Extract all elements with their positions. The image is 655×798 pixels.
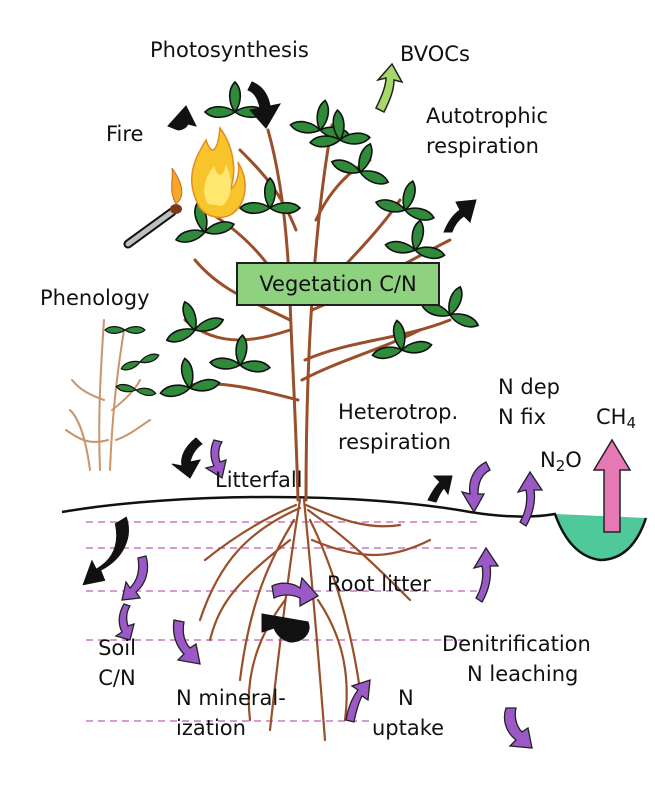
ch4-subscript: 4 (626, 414, 637, 432)
soil-label-line1: Soil (98, 636, 136, 660)
n2o-b: O (565, 448, 582, 472)
ch4-arrow (592, 438, 632, 533)
litterfall-purple-arrow (204, 439, 227, 480)
fire-label: Fire (106, 122, 144, 146)
denitrification-label: Denitrification (442, 632, 591, 656)
n-uptake-label-line1: N (398, 686, 414, 710)
soil-purple-arrow-2 (114, 603, 135, 641)
n-mineralization-label-line1: N mineral- (176, 686, 286, 710)
autotrophic-label-line1: Autotrophic (426, 104, 549, 128)
vegetation-cn-box: Vegetation C/N (236, 262, 440, 306)
tree-leaves (154, 81, 490, 400)
black-arrows (82, 81, 477, 643)
photosynthesis-label: Photosynthesis (150, 38, 309, 62)
n-dep-arrow (460, 461, 491, 514)
bvocs-arrow (374, 62, 404, 114)
purple-arrows (114, 439, 544, 749)
n-mineralization-arrow (172, 619, 201, 665)
match-icon (123, 167, 183, 249)
root-litter-label: Root litter (327, 572, 431, 596)
n-uptake-arrow (345, 679, 371, 723)
litterfall-label: Litterfall (215, 468, 303, 492)
ch4-label: CH4 (596, 405, 637, 432)
n-dep-label: N dep (498, 375, 560, 399)
n2o-arrow (516, 470, 544, 527)
denitrification-arrow (503, 707, 533, 749)
bvocs-label: BVOCs (400, 42, 470, 66)
soil-black-arrow (82, 516, 129, 586)
root-litter-purple-arrow (271, 576, 320, 608)
n-fix-label: N fix (498, 405, 547, 429)
soil-purple-arrow-1 (121, 555, 149, 601)
flame-icon (191, 125, 246, 219)
root-litter-black-arrow (261, 613, 310, 643)
n-leaching-arrow (472, 546, 500, 603)
ch4-main: CH (596, 405, 627, 429)
autotrophic-respiration-arrow (443, 199, 477, 233)
heterotrop-label-line2: respiration (338, 430, 451, 454)
n2o-subscript: 2 (555, 457, 566, 475)
phenology-plant (65, 319, 161, 471)
vegetation-cn-label: Vegetation C/N (259, 272, 417, 296)
fire-flux-arrow (167, 105, 197, 131)
autotrophic-label-line2: respiration (426, 134, 539, 158)
n-mineralization-label-line2: ization (176, 716, 246, 740)
n-leaching-label: N leaching (467, 662, 579, 686)
n2o-label: N2O (540, 448, 582, 475)
n2o-a: N (540, 448, 556, 472)
heterotrophic-respiration-arrow (427, 475, 453, 503)
wetland-water (555, 514, 646, 560)
roots (198, 498, 432, 742)
ground-line (61, 495, 648, 562)
n-uptake-label-line2: uptake (372, 716, 445, 740)
phenology-label: Phenology (40, 286, 150, 310)
photosynthesis-arrow (247, 81, 281, 129)
soil-label-line2: C/N (98, 666, 136, 690)
heterotrop-label-line1: Heterotrop. (338, 400, 459, 424)
litterfall-black-arrow (171, 437, 203, 479)
